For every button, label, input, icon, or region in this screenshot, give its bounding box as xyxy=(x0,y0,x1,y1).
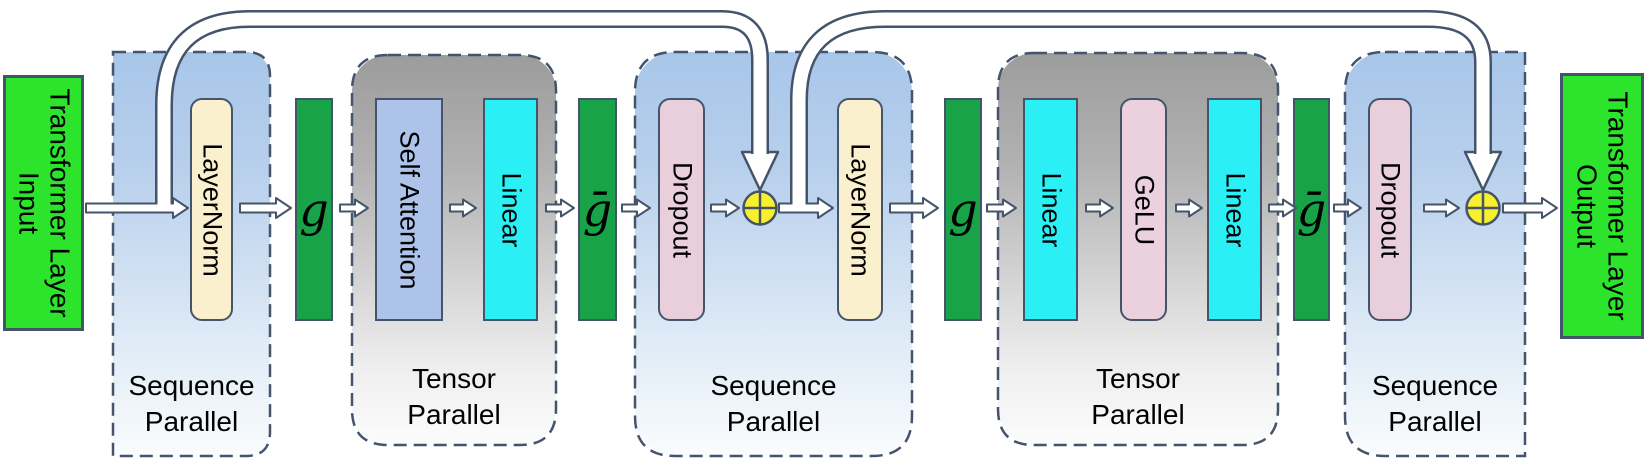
layernorm-block-2: LayerNorm xyxy=(837,98,883,321)
layernorm-block-1: LayerNorm xyxy=(190,98,233,321)
transformer-layer-input-block: Transformer Layer Input xyxy=(3,75,84,331)
region-label-line2: Parallel xyxy=(144,406,239,438)
dropout-label: Dropout xyxy=(1375,161,1406,258)
dropout-block-1: Dropout xyxy=(658,98,705,321)
linear-block-2: Linear xyxy=(1023,98,1078,321)
region-label-line1: Tensor xyxy=(1095,363,1181,395)
region-label: Tensor Parallel xyxy=(998,361,1278,433)
gather-g-block-2: g xyxy=(944,98,982,321)
linear-label: Linear xyxy=(496,171,526,248)
scatter-gbar-block-1: ḡ xyxy=(578,98,617,321)
region-label-line2: Parallel xyxy=(407,399,501,431)
region-label-line2: Parallel xyxy=(726,406,821,438)
g-label: g xyxy=(948,182,978,237)
input-label-line2: Input xyxy=(12,171,44,235)
region-label-line2: Parallel xyxy=(1091,399,1185,431)
output-label-line1: Transformer Layer xyxy=(1602,91,1634,321)
region-label: Sequence Parallel xyxy=(1345,368,1525,440)
g-bar-label: ḡ xyxy=(582,182,613,237)
self-attention-label: Self Attention xyxy=(394,129,425,290)
output-block-label: Transformer Layer Output xyxy=(1571,91,1634,321)
linear-label: Linear xyxy=(1220,171,1250,248)
linear-label: Linear xyxy=(1036,171,1066,248)
region-label-line1: Sequence xyxy=(710,370,837,402)
dropout-label: Dropout xyxy=(667,161,697,258)
transformer-layer-output-block: Transformer Layer Output xyxy=(1560,73,1644,339)
input-block-label: Transformer Layer Input xyxy=(12,88,75,317)
linear-block-1: Linear xyxy=(483,98,538,321)
region-label-line1: Tensor xyxy=(411,363,497,395)
gelu-block: GeLU xyxy=(1120,98,1167,321)
gelu-label: GeLU xyxy=(1129,174,1159,245)
layernorm-label: LayerNorm xyxy=(845,142,876,277)
self-attention-block: Self Attention xyxy=(375,98,443,321)
g-bar-label: ḡ xyxy=(1296,182,1327,237)
g-label: g xyxy=(299,182,329,237)
region-label-line2: Parallel xyxy=(1388,406,1482,438)
gather-g-block-1: g xyxy=(295,98,333,321)
input-label-line1: Transformer Layer xyxy=(43,88,75,318)
region-label: Sequence Parallel xyxy=(635,368,912,440)
region-label: Tensor Parallel xyxy=(352,361,556,433)
region-label: Sequence Parallel xyxy=(113,368,270,440)
region-label-line1: Sequence xyxy=(128,370,255,402)
output-label-line2: Output xyxy=(1571,163,1602,249)
layernorm-label: LayerNorm xyxy=(197,142,227,277)
region-label-line1: Sequence xyxy=(1371,370,1499,402)
dropout-block-2: Dropout xyxy=(1368,98,1412,321)
scatter-gbar-block-2: ḡ xyxy=(1293,98,1330,321)
linear-block-3: Linear xyxy=(1207,98,1262,321)
